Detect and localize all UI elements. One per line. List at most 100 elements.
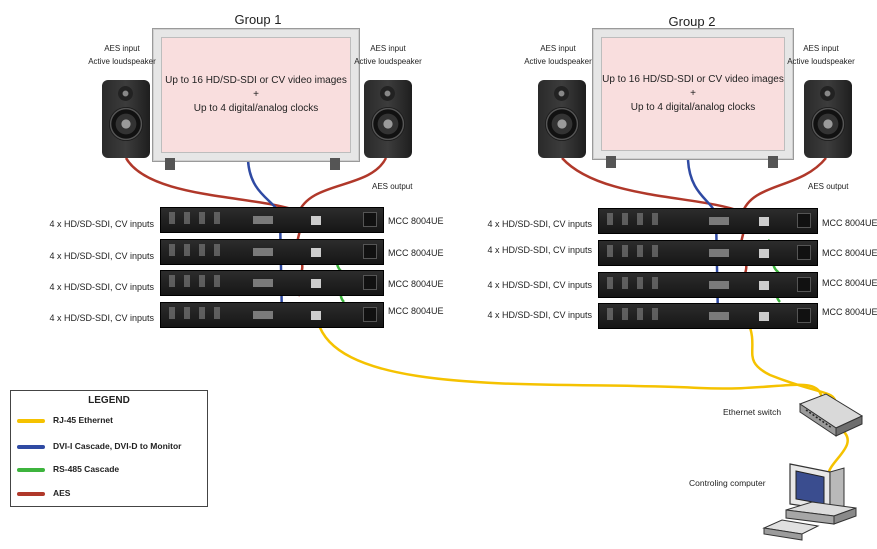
inputs-label: 4 x HD/SD-SDI, CV inputs bbox=[487, 245, 592, 255]
legend-swatch bbox=[17, 468, 45, 472]
mcc-unit bbox=[160, 302, 384, 328]
speaker-label-line: AES input bbox=[540, 44, 576, 53]
aes-cable bbox=[296, 157, 388, 215]
inputs-label: 4 x HD/SD-SDI, CV inputs bbox=[49, 282, 154, 292]
mcc-unit bbox=[598, 272, 818, 298]
tweeter bbox=[118, 86, 133, 101]
speaker-label: AES input Active loudspeaker bbox=[72, 42, 172, 68]
legend-item-label: DVI-I Cascade, DVI-D to Monitor bbox=[53, 441, 182, 451]
dvi-port bbox=[253, 279, 273, 287]
dvi-port bbox=[709, 281, 729, 289]
inputs-label: 4 x HD/SD-SDI, CV inputs bbox=[49, 251, 154, 261]
video-input-ports bbox=[607, 245, 667, 257]
ethernet-cable bbox=[826, 429, 849, 476]
legend-item-label: RS-485 Cascade bbox=[53, 464, 120, 474]
screen-plus-text: + bbox=[690, 88, 696, 99]
model-label: MCC 8004UE bbox=[388, 216, 444, 226]
inputs-label: 4 x HD/SD-SDI, CV inputs bbox=[487, 310, 592, 320]
tweeter bbox=[380, 86, 395, 101]
speaker-label-line: AES input bbox=[370, 44, 406, 53]
ethernet-port bbox=[759, 312, 769, 321]
screen-plus-text: + bbox=[253, 89, 259, 100]
aes-output-label: AES output bbox=[808, 182, 849, 191]
loudspeaker bbox=[538, 80, 586, 158]
legend-swatch bbox=[17, 492, 45, 496]
inputs-label: 4 x HD/SD-SDI, CV inputs bbox=[487, 219, 592, 229]
inputs-label: 4 x HD/SD-SDI, CV inputs bbox=[49, 219, 154, 229]
ethernet-port bbox=[311, 311, 321, 320]
mcc-unit bbox=[598, 240, 818, 266]
power-socket bbox=[797, 213, 811, 228]
speaker-label-line: AES input bbox=[104, 44, 140, 53]
speaker-label-line: Active loudspeaker bbox=[354, 57, 422, 66]
model-label: MCC 8004UE bbox=[822, 278, 877, 288]
ethernet-port bbox=[311, 279, 321, 288]
ethernet-switch-icon bbox=[798, 393, 864, 437]
woofer bbox=[371, 107, 405, 141]
ethernet-switch-label: Ethernet switch bbox=[723, 407, 782, 417]
speaker-label-line: Active loudspeaker bbox=[524, 57, 592, 66]
video-input-ports bbox=[169, 212, 229, 224]
power-socket bbox=[797, 245, 811, 260]
power-socket bbox=[797, 277, 811, 292]
ethernet-cable bbox=[316, 321, 824, 401]
legend-title: LEGEND bbox=[88, 395, 130, 406]
dvi-port bbox=[709, 249, 729, 257]
screen-clock-text: Up to 4 digital/analog clocks bbox=[630, 102, 756, 113]
monitor-stand bbox=[606, 156, 616, 168]
speaker-label: AES input Active loudspeaker bbox=[772, 42, 870, 68]
inputs-label: 4 x HD/SD-SDI, CV inputs bbox=[49, 313, 154, 323]
legend-item-label: AES bbox=[53, 488, 71, 498]
power-socket bbox=[363, 307, 377, 322]
inputs-label: 4 x HD/SD-SDI, CV inputs bbox=[487, 280, 592, 290]
power-socket bbox=[363, 275, 377, 290]
screen-video-text: Up to 16 HD/SD-SDI or CV video images bbox=[165, 75, 347, 86]
video-input-ports bbox=[607, 213, 667, 225]
tweeter bbox=[554, 86, 569, 101]
group-title: Group 2 bbox=[668, 14, 716, 29]
legend-swatch bbox=[17, 419, 45, 423]
speaker-label-line: AES input bbox=[803, 44, 839, 53]
model-label: MCC 8004UE bbox=[822, 218, 877, 228]
monitor-display: Up to 16 HD/SD-SDI or CV video images + … bbox=[152, 28, 360, 162]
ethernet-port bbox=[759, 217, 769, 226]
aes-output-label: AES output bbox=[372, 182, 413, 191]
monitor-stand bbox=[768, 156, 778, 168]
dvi-port bbox=[253, 248, 273, 256]
legend-box: LEGEND RJ-45 Ethernet DVI-I Cascade, DVI… bbox=[10, 390, 208, 507]
woofer bbox=[109, 107, 143, 141]
power-socket bbox=[797, 308, 811, 323]
monitor-screen: Up to 16 HD/SD-SDI or CV video images + … bbox=[161, 37, 351, 153]
ethernet-port bbox=[311, 216, 321, 225]
aes-cable bbox=[740, 157, 827, 215]
monitor-display: Up to 16 HD/SD-SDI or CV video images + … bbox=[592, 28, 794, 160]
legend-item-label: RJ-45 Ethernet bbox=[53, 415, 113, 425]
speaker-label-line: Active loudspeaker bbox=[88, 57, 156, 66]
model-label: MCC 8004UE bbox=[822, 248, 877, 258]
dvi-port bbox=[253, 311, 273, 319]
monitor-stand bbox=[330, 158, 340, 170]
model-label: MCC 8004UE bbox=[388, 306, 444, 316]
video-input-ports bbox=[169, 244, 229, 256]
mcc-unit bbox=[598, 208, 818, 234]
dvi-port bbox=[709, 217, 729, 225]
woofer bbox=[545, 107, 579, 141]
loudspeaker bbox=[364, 80, 412, 158]
monitor-screen: Up to 16 HD/SD-SDI or CV video images + … bbox=[601, 37, 785, 151]
video-input-ports bbox=[607, 308, 667, 320]
dvi-port bbox=[709, 312, 729, 320]
mcc-unit bbox=[160, 239, 384, 265]
ethernet-port bbox=[759, 281, 769, 290]
loudspeaker bbox=[102, 80, 150, 158]
ethernet-port bbox=[311, 248, 321, 257]
model-label: MCC 8004UE bbox=[388, 248, 444, 258]
legend-swatch bbox=[17, 445, 45, 449]
power-socket bbox=[363, 244, 377, 259]
speaker-label: AES input Active loudspeaker bbox=[508, 42, 608, 68]
aes-cable bbox=[561, 157, 743, 214]
group-title: Group 1 bbox=[234, 12, 282, 27]
dvi-port bbox=[253, 216, 273, 224]
monitor-stand bbox=[165, 158, 175, 170]
model-label: MCC 8004UE bbox=[388, 279, 444, 289]
model-label: MCC 8004UE bbox=[822, 307, 877, 317]
